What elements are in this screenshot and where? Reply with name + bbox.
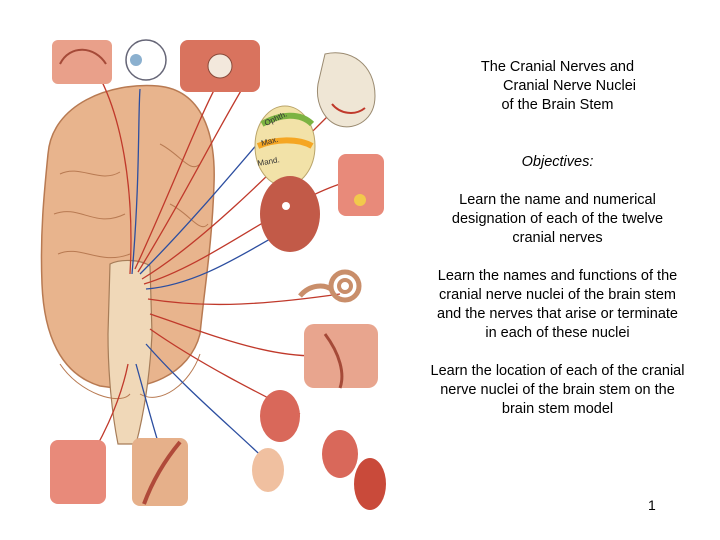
title-line-3: of the Brain Stem: [501, 97, 614, 113]
neck-muscles-image: [132, 438, 188, 506]
tongue-muscles-image: [50, 440, 106, 504]
objective-text: nerve nuclei of the brain stem on the: [440, 382, 675, 398]
eye-image: [125, 39, 167, 81]
facial-muscles-image: [260, 176, 320, 252]
nose-image: [52, 40, 112, 84]
objective-2: Learn the names and functions of the cra…: [405, 267, 710, 343]
objective-1: Learn the name and numerical designation…: [405, 191, 710, 248]
slide-text: The Cranial Nerves and Cranial Nerve Nuc…: [405, 58, 710, 419]
cranial-nerves-illustration: Ophth. Max. Mand.: [40, 39, 386, 510]
objective-text: Learn the names and functions of the: [437, 268, 678, 284]
viscera-image: [252, 390, 386, 510]
title-line-1: The Cranial Nerves and: [480, 59, 635, 75]
objective-text: designation of each of the twelve: [451, 211, 664, 227]
max-label: Max.: [260, 135, 279, 148]
mand-label: Mand.: [257, 155, 280, 168]
skull-image: [316, 52, 376, 128]
title-line-2: Cranial Nerve Nuclei: [503, 78, 636, 94]
page-number: 1: [648, 497, 656, 513]
tongue-mouth-image: [338, 154, 384, 216]
objective-text: brain stem model: [501, 401, 614, 417]
face-dermatome-image: Ophth. Max. Mand.: [254, 105, 316, 187]
objective-text: cranial nerves: [512, 230, 603, 246]
objective-3: Learn the location of each of the crania…: [405, 362, 710, 419]
brain-base-image: [40, 84, 215, 445]
pharynx-larynx-image: [304, 324, 378, 389]
ear-cochlea-image: [298, 269, 362, 303]
objectives-heading: Objectives:: [521, 154, 594, 170]
objective-text: Learn the location of each of the crania…: [430, 363, 685, 379]
objective-text: cranial nerve nuclei of the brain stem: [439, 287, 676, 303]
objective-text: and the nerves that arise or terminate: [437, 306, 678, 322]
objective-text: in each of these nuclei: [485, 325, 630, 341]
orbit-muscles-image: [180, 40, 260, 92]
objective-text: Learn the name and numerical: [459, 192, 656, 208]
